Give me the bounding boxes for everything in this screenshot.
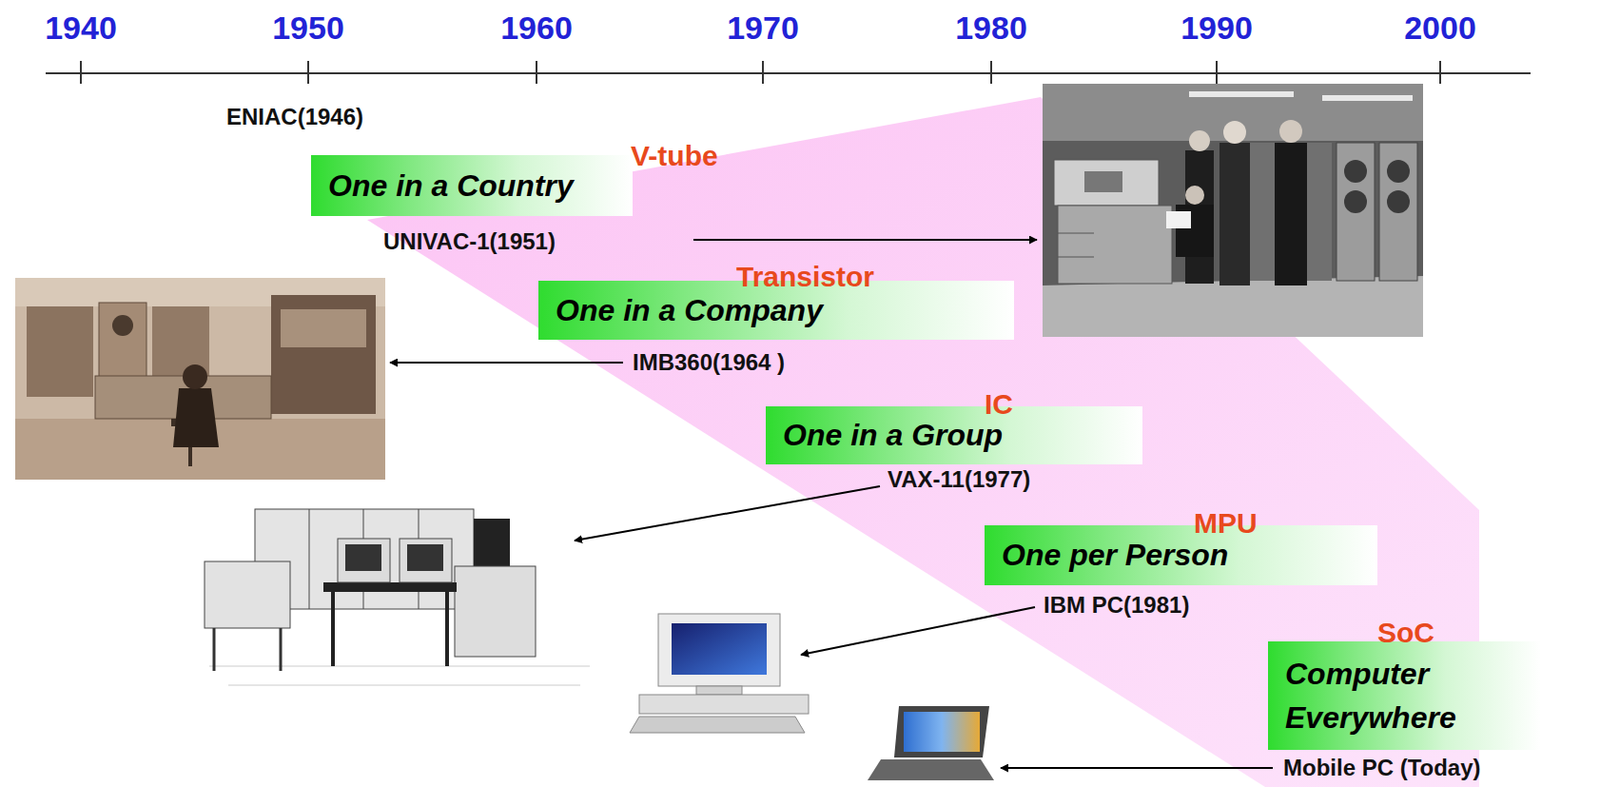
axis-tick <box>79 60 82 84</box>
leader-arrow <box>693 238 1037 241</box>
photo-ground <box>1042 83 1424 337</box>
terminal <box>337 538 391 583</box>
disk-cabinet <box>454 565 536 657</box>
paper <box>1166 211 1191 229</box>
monitor-base <box>696 685 742 695</box>
era-label: Computer Everywhere <box>1285 651 1530 741</box>
person <box>1219 142 1250 286</box>
operator <box>173 388 219 448</box>
era-box: V-tubeOne in a Country <box>311 155 633 216</box>
time-axis <box>45 60 1531 84</box>
desk-drawer <box>1057 233 1094 235</box>
computer-label: ENIAC(1946) <box>226 103 364 131</box>
univac-photo <box>1042 83 1424 337</box>
vax-photo <box>204 508 590 685</box>
year-tick-label: 1990 <box>1180 9 1253 46</box>
monitor-screen <box>671 623 767 675</box>
tape-reel <box>112 314 134 336</box>
person-head <box>1279 119 1303 143</box>
axis-tick <box>761 60 764 84</box>
tape-reel <box>1386 190 1410 214</box>
leader-arrow <box>800 606 1035 655</box>
computer-label: IMB360(1964 ) <box>632 349 785 376</box>
era-box: ICOne in a Group <box>765 406 1143 465</box>
axis-tick <box>307 60 310 84</box>
console-terminal <box>204 561 291 628</box>
axis-line <box>45 72 1531 75</box>
photo-ground <box>15 277 386 480</box>
terminal-screen <box>407 544 444 571</box>
leader-arrow <box>1000 766 1273 769</box>
computer-label: VAX-11(1977) <box>887 466 1031 493</box>
era-label: One in a Company <box>555 288 823 332</box>
operator-head <box>182 364 208 390</box>
technology-heading: MPU <box>1193 507 1258 539</box>
axis-tick <box>1439 60 1442 84</box>
laptop-lid <box>894 705 990 758</box>
ceiling-light <box>1189 91 1294 98</box>
console-panel <box>1053 159 1159 206</box>
system-unit <box>639 694 809 714</box>
leader-arrow <box>390 361 624 364</box>
console-desk <box>1057 205 1172 284</box>
ceiling-light <box>1322 95 1413 101</box>
table-leg <box>445 591 449 666</box>
year-tick-label: 1960 <box>500 9 573 46</box>
laptop-screen <box>903 711 980 752</box>
terminal <box>399 538 452 583</box>
terminal-screen <box>345 544 382 571</box>
cabinet <box>271 294 376 414</box>
year-tick-label: 1950 <box>272 9 345 46</box>
year-tick-label: 1970 <box>726 9 800 46</box>
year-tick-label: 1980 <box>955 9 1028 46</box>
tape-reel <box>1386 159 1410 183</box>
leader-arrow <box>574 486 880 541</box>
monitor <box>658 613 781 686</box>
terminal-table <box>323 582 457 592</box>
cabinet <box>26 306 94 397</box>
tape-drive <box>1336 142 1375 281</box>
keyboard <box>629 716 805 733</box>
laptop-picture <box>867 705 995 781</box>
era-label: One per Person <box>1001 532 1229 577</box>
year-tick-label: 1940 <box>44 9 118 46</box>
axis-tick <box>990 60 993 84</box>
person-head <box>1185 185 1205 205</box>
console-screen <box>1084 171 1123 193</box>
technology-heading: Transistor <box>736 261 875 293</box>
tape-reel <box>1344 190 1367 214</box>
ibm360-photo <box>15 277 386 480</box>
year-tick-label: 2000 <box>1404 9 1477 46</box>
person <box>1274 142 1308 286</box>
axis-tick <box>535 60 538 84</box>
desk-drawer <box>1057 256 1094 258</box>
computer-label: Mobile PC (Today) <box>1283 754 1482 781</box>
computer-label: UNIVAC-1(1951) <box>383 228 556 255</box>
person-head <box>1223 120 1247 144</box>
tape-drive <box>1379 142 1418 281</box>
person-head <box>1189 130 1210 152</box>
era-box: SoCComputer Everywhere <box>1268 641 1542 750</box>
table-leg <box>331 591 335 666</box>
tape-reel <box>1344 159 1367 183</box>
axis-tick <box>1215 60 1218 84</box>
panel-lights <box>280 309 367 348</box>
era-label: One in a Country <box>328 163 574 208</box>
laptop-base <box>867 759 995 781</box>
computer-label: IBM PC(1981) <box>1043 591 1190 619</box>
era-box: TransistorOne in a Company <box>538 280 1015 340</box>
era-box: MPUOne per Person <box>984 525 1378 586</box>
ibm-pc-picture <box>629 613 809 733</box>
technology-heading: V-tube <box>630 140 719 172</box>
cabinet-divider <box>309 508 311 609</box>
floor-line <box>209 665 590 667</box>
desk-leg <box>279 627 283 671</box>
era-label: One in a Group <box>782 412 1003 457</box>
technology-heading: SoC <box>1377 617 1435 648</box>
desk-leg <box>213 627 216 671</box>
floor-line <box>228 684 581 686</box>
technology-heading: IC <box>984 389 1014 420</box>
